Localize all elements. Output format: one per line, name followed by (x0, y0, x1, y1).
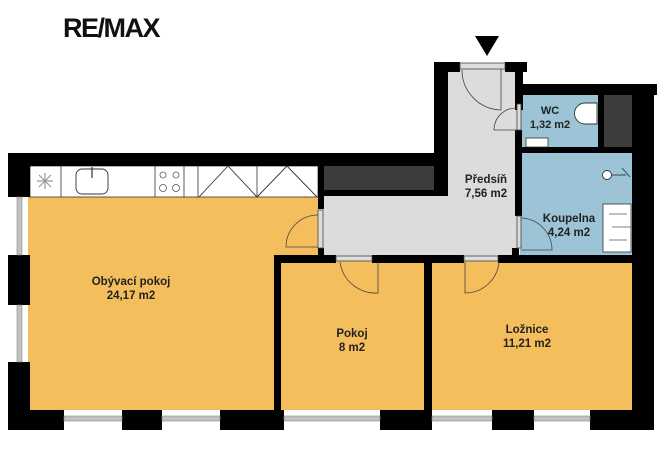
room-name: WC (540, 105, 560, 117)
kitchen-counter (29, 165, 319, 198)
room-label-hall: Předsíň 7,56 m2 (465, 173, 507, 201)
door-bath (520, 217, 553, 251)
remax-logo: RE/MAX (63, 13, 161, 43)
cooktop-icon (159, 171, 180, 192)
storage-block (324, 166, 442, 194)
wc-sink-icon (525, 137, 549, 148)
room-area: 4,24 m2 (547, 227, 591, 239)
doors[interactable] (285, 62, 553, 294)
room-name: Koupelna (542, 213, 596, 225)
door-wc (493, 107, 518, 131)
room-label-bath: Koupelna 4,24 m2 (543, 212, 595, 240)
fan-icon (37, 173, 53, 189)
room-label-bedroom: Ložnice 11,21 m2 (503, 323, 551, 351)
room-label-living: Obývací pokoj 24,17 m2 (92, 275, 171, 303)
room-fill-living[interactable] (28, 160, 320, 410)
room-fill-hall-corridor (446, 68, 518, 198)
room-label-wc: WC 1,32 m2 (530, 104, 570, 132)
room-label-room: Pokoj 8 m2 (336, 327, 367, 355)
shower-icon (602, 167, 631, 180)
room-area: 8 m2 (338, 342, 366, 354)
room-name: Pokoj (336, 328, 368, 340)
bath-sink-icon (602, 203, 632, 253)
windows[interactable] (16, 196, 591, 422)
room-area: 7,56 m2 (464, 188, 508, 200)
door-entrance (461, 69, 502, 111)
room-name: Obývací pokoj (91, 276, 171, 288)
door-bedroom (464, 261, 500, 294)
shaft-block (604, 95, 632, 147)
room-area: 1,32 m2 (529, 119, 571, 131)
room-area: 24,17 m2 (106, 290, 156, 302)
room-name: Ložnice (505, 324, 549, 336)
room-fill-hall[interactable] (318, 195, 518, 257)
room-fill-bedroom[interactable] (430, 260, 634, 410)
room-area: 11,21 m2 (503, 338, 551, 350)
walls (8, 62, 657, 430)
door-room (339, 261, 379, 294)
toilet-icon (574, 102, 598, 125)
room-name: Předsíň (464, 174, 508, 186)
door-living (285, 214, 319, 248)
entrance-arrow-down-icon (475, 36, 499, 56)
